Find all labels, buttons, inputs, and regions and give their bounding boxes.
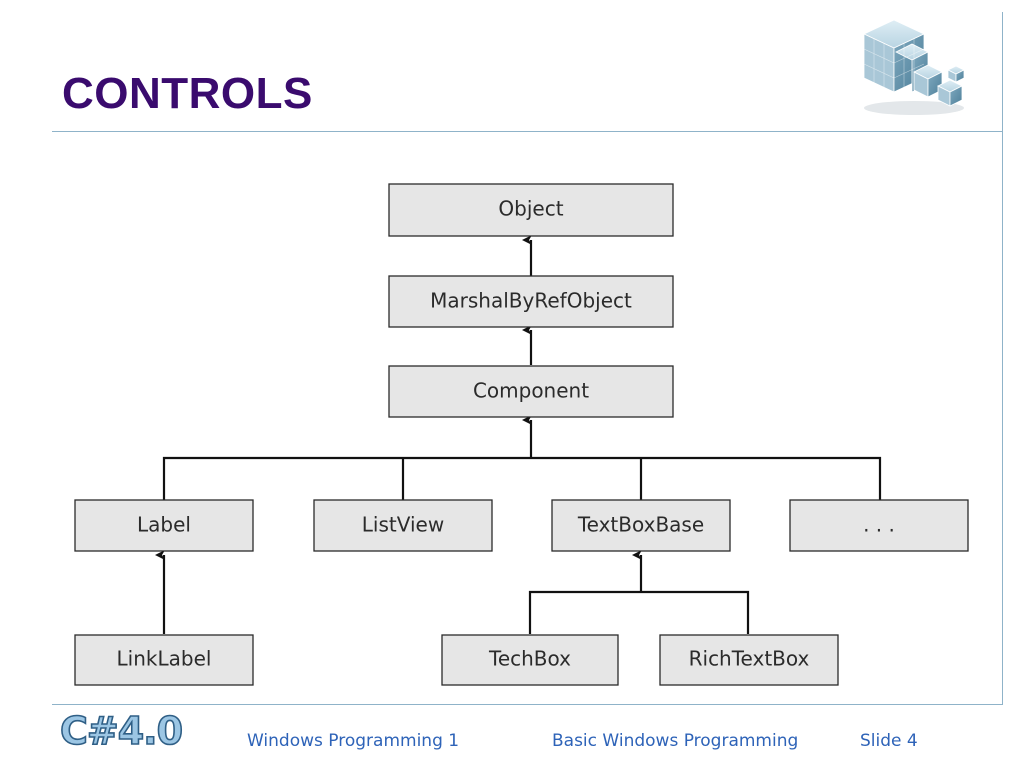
node-object: Object [388, 183, 674, 237]
title-rule [52, 131, 1003, 132]
node-richtextbox: RichTextBox [659, 634, 839, 686]
node-textboxbase-label: TextBoxBase [577, 513, 704, 537]
node-object-label: Object [498, 197, 563, 221]
edge-children-bus [162, 456, 882, 500]
node-component: Component [388, 365, 674, 418]
node-richtextbox-box [659, 634, 839, 686]
node-textboxbase-box [551, 499, 731, 552]
node-marshalbyrefobject: MarshalByRefObject [388, 275, 674, 328]
node-ellipsis-box [789, 499, 969, 552]
footer-topic: Basic Windows Programming [552, 731, 799, 751]
node-component-label: Component [473, 379, 589, 403]
node-ellipsis-label: . . . [863, 513, 895, 537]
slide-title: CONTROLS [62, 69, 313, 118]
node-techbox: TechBox [441, 634, 619, 686]
node-ellipsis: . . . [789, 499, 969, 552]
footer-slide-number: Slide 4 [860, 731, 918, 751]
right-border-line [1002, 12, 1003, 705]
node-listview-box [313, 499, 493, 552]
node-marshalbyrefobject-label: MarshalByRefObject [430, 289, 632, 313]
node-listview: ListView [313, 499, 493, 552]
node-techbox-box [441, 634, 619, 686]
node-techbox-label: TechBox [488, 647, 571, 671]
node-linklabel-box [74, 634, 254, 686]
cubes-logo-icon [863, 19, 965, 115]
node-marshalbyrefobject-box [388, 275, 674, 328]
node-listview-label: ListView [362, 513, 444, 537]
node-richtextbox-label: RichTextBox [689, 647, 810, 671]
node-object-box [388, 183, 674, 237]
footer-course: Windows Programming 1 [247, 731, 460, 751]
node-linklabel: LinkLabel [74, 634, 254, 686]
node-label-label: Label [137, 513, 191, 537]
csharp-logo: C#4.0 [59, 709, 184, 753]
node-label: Label [74, 499, 254, 552]
node-label-box [74, 499, 254, 552]
node-linklabel-label: LinkLabel [117, 647, 212, 671]
footer-rule [52, 704, 1003, 705]
edge-textbox-children-bus [528, 590, 750, 634]
node-textboxbase: TextBoxBase [551, 499, 731, 552]
edges [155, 235, 882, 634]
node-component-box [388, 365, 674, 418]
